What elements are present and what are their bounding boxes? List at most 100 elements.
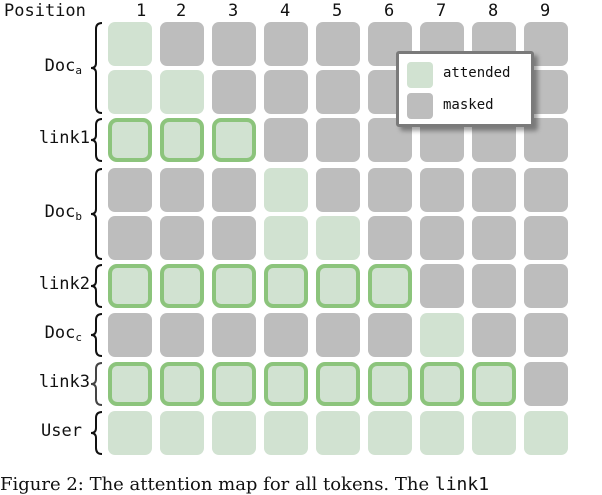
link-attended-cell bbox=[368, 362, 412, 406]
masked-cell bbox=[472, 216, 516, 260]
legend-masked-swatch bbox=[407, 93, 433, 119]
attended-cell bbox=[264, 411, 308, 455]
position-label: 9 bbox=[540, 1, 551, 21]
attended-cell bbox=[472, 411, 516, 455]
attended-cell bbox=[420, 411, 464, 455]
masked-cell bbox=[472, 264, 516, 308]
row-group-label: link2 bbox=[39, 274, 90, 294]
masked-cell bbox=[212, 168, 256, 212]
masked-cell bbox=[368, 168, 412, 212]
attended-cell bbox=[108, 411, 152, 455]
brace-icon bbox=[90, 313, 103, 357]
attended-cell bbox=[316, 216, 360, 260]
row-group-name: Doc bbox=[44, 323, 76, 343]
legend-masked-label: masked bbox=[443, 97, 494, 113]
row-group-name: link3 bbox=[38, 372, 90, 392]
row-group-name: Doc bbox=[44, 56, 76, 76]
masked-cell bbox=[420, 216, 464, 260]
brace-icon bbox=[90, 22, 103, 114]
link-attended-cell bbox=[264, 362, 308, 406]
masked-cell bbox=[212, 70, 256, 114]
masked-cell bbox=[524, 168, 568, 212]
brace-icon bbox=[90, 411, 103, 455]
attended-cell bbox=[108, 70, 152, 114]
row-group-name: link1 bbox=[38, 128, 90, 148]
row-group-label: link3 bbox=[39, 372, 90, 392]
position-label: 6 bbox=[384, 1, 395, 21]
link-attended-cell bbox=[316, 362, 360, 406]
link-attended-cell bbox=[160, 264, 204, 308]
brace-icon bbox=[90, 118, 103, 162]
link-attended-cell bbox=[212, 118, 256, 162]
masked-cell bbox=[316, 22, 360, 66]
masked-cell bbox=[472, 313, 516, 357]
position-header: Position bbox=[4, 1, 86, 21]
row-group-label: Docb bbox=[45, 202, 82, 223]
link-attended-cell bbox=[316, 264, 360, 308]
row-group-label: link1 bbox=[39, 128, 90, 148]
brace-icon bbox=[90, 362, 103, 406]
link-attended-cell bbox=[108, 362, 152, 406]
position-label: 3 bbox=[228, 1, 239, 21]
masked-cell bbox=[108, 168, 152, 212]
masked-cell bbox=[524, 362, 568, 406]
link-attended-cell bbox=[212, 264, 256, 308]
masked-cell bbox=[160, 22, 204, 66]
link-attended-cell bbox=[264, 264, 308, 308]
attended-cell bbox=[264, 168, 308, 212]
masked-cell bbox=[316, 168, 360, 212]
position-label: 8 bbox=[488, 1, 499, 21]
masked-cell bbox=[160, 216, 204, 260]
attended-cell bbox=[368, 411, 412, 455]
link-attended-cell bbox=[212, 362, 256, 406]
masked-cell bbox=[212, 22, 256, 66]
row-group-name: Doc bbox=[44, 202, 76, 222]
attended-cell bbox=[264, 216, 308, 260]
link-attended-cell bbox=[108, 264, 152, 308]
caption-code: link1 bbox=[434, 474, 490, 495]
attended-cell bbox=[160, 411, 204, 455]
link-attended-cell bbox=[160, 118, 204, 162]
masked-cell bbox=[472, 168, 516, 212]
row-group-label: User bbox=[41, 421, 82, 441]
masked-cell bbox=[420, 168, 464, 212]
legend-attended-swatch bbox=[407, 62, 433, 88]
attended-cell bbox=[316, 411, 360, 455]
brace-icon bbox=[90, 264, 103, 308]
position-label: 4 bbox=[280, 1, 291, 21]
row-group-name: link2 bbox=[38, 274, 90, 294]
masked-cell bbox=[524, 216, 568, 260]
masked-cell bbox=[264, 313, 308, 357]
masked-cell bbox=[420, 264, 464, 308]
masked-cell bbox=[368, 313, 412, 357]
attended-cell bbox=[108, 22, 152, 66]
row-group-label: Docc bbox=[45, 323, 82, 344]
masked-cell bbox=[316, 70, 360, 114]
attended-cell bbox=[420, 313, 464, 357]
link-attended-cell bbox=[420, 362, 464, 406]
masked-cell bbox=[212, 313, 256, 357]
masked-cell bbox=[212, 216, 256, 260]
masked-cell bbox=[264, 70, 308, 114]
masked-cell bbox=[160, 168, 204, 212]
caption-text: Figure 2: The attention map for all toke… bbox=[0, 474, 435, 495]
masked-cell bbox=[160, 313, 204, 357]
masked-cell bbox=[264, 118, 308, 162]
row-group-subscript: b bbox=[75, 210, 82, 223]
position-label: 2 bbox=[176, 1, 187, 21]
position-label: 7 bbox=[436, 1, 447, 21]
masked-cell bbox=[368, 216, 412, 260]
masked-cell bbox=[108, 216, 152, 260]
position-label: 5 bbox=[332, 1, 343, 21]
legend-attended-label: attended bbox=[443, 65, 511, 81]
link-attended-cell bbox=[472, 362, 516, 406]
row-group-subscript: c bbox=[75, 331, 82, 344]
brace-icon bbox=[90, 168, 103, 260]
row-group-label: Doca bbox=[45, 56, 82, 77]
attended-cell bbox=[524, 411, 568, 455]
link-attended-cell bbox=[108, 118, 152, 162]
link-attended-cell bbox=[160, 362, 204, 406]
masked-cell bbox=[108, 313, 152, 357]
figure-caption: Figure 2: The attention map for all toke… bbox=[0, 474, 489, 495]
masked-cell bbox=[524, 264, 568, 308]
